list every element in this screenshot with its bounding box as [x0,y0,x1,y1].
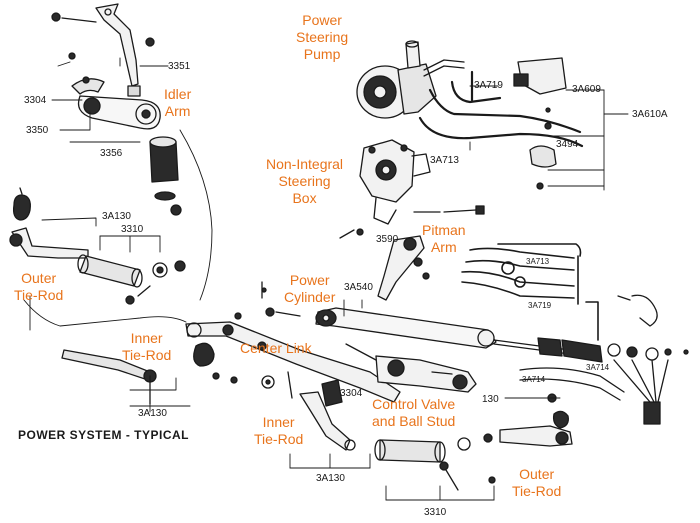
label-line: Power [302,12,342,28]
outer-tie-rod-left-part [9,187,89,259]
outer-tie-rod-right-part [499,393,573,447]
label-line: Tie-Rod [512,483,562,499]
label-line: Arm [164,103,191,119]
steering-box-part [359,139,485,225]
part-number: 3590 [376,234,399,245]
label-idler-arm: Idler Arm [164,86,191,120]
label-line: Tie-Rod [14,287,64,303]
label-line: Idler [164,86,192,102]
label-outer-tie-rod-right: Outer Tie-Rod [512,466,561,500]
label-non-integral-steering-box: Non-Integral Steering Box [266,156,343,207]
label-pitman-arm: Pitman Arm [422,222,466,256]
label-line: Steering [278,173,331,189]
part-number: 3304 [24,95,47,106]
part-number: 3356 [100,148,123,159]
part-number: 3A714 [522,375,546,384]
label-control-valve: Control Valve and Ball Stud [372,396,455,430]
label-inner-tie-rod-left: Inner Tie-Rod [122,330,171,364]
power-steering-pump-part [356,40,465,119]
label-line: Power [289,272,330,288]
idler-bracket [51,3,155,97]
part-number: 3A713 [526,257,550,266]
callout-brackets-bottom [129,299,561,501]
pressure-hoses [418,70,584,148]
center-link-part [185,281,401,403]
label-line: Non-Integral [266,156,344,172]
label-line: Control Valve [372,396,456,412]
label-line: Outer [519,466,555,482]
label-line: Pitman [422,222,466,238]
callout-brackets-left [41,57,169,253]
label-line: and Ball Stud [372,413,456,429]
cylinder-hoses [461,243,599,341]
callout-brackets-right [469,85,629,191]
label-line: Inner [262,414,295,430]
part-number: 3351 [168,61,191,72]
part-number: 3A130 [316,473,345,484]
part-number: 3A719 [474,80,503,91]
part-number: 3A714 [586,363,610,372]
part-number: 3494 [556,139,579,150]
idler-arm [68,52,161,130]
adjusting-sleeve-left [77,254,186,305]
part-number: 3310 [121,224,144,235]
part-number: 3A130 [138,408,167,419]
part-number: 3310 [424,507,447,518]
control-valve-part [345,343,625,401]
part-number: 130 [482,394,499,405]
label-outer-tie-rod-left: Outer Tie-Rod [14,270,63,304]
reference-lines-left [23,129,213,413]
adjusting-sleeve-right [374,433,496,491]
label-line: Tie-Rod [122,347,172,363]
label-line: Arm [430,239,457,255]
part-number: 3A719 [528,301,552,310]
label-line: Steering [296,29,349,45]
part-number: 3350 [26,125,49,136]
part-number: 3304 [340,388,363,399]
inner-tie-rod-left-part [61,342,215,405]
label-line: Box [292,190,317,206]
part-number: 3A713 [430,155,459,166]
part-number: 3A540 [344,282,373,293]
part-number: 3A609 [572,84,601,95]
label-center-link: Center Link [240,340,312,357]
label-line: Outer [21,270,57,286]
label-power-cylinder: Power Cylinder [284,272,335,306]
label-power-steering-pump: Power Steering Pump [296,12,348,63]
label-line: Cylinder [284,289,336,305]
pitman-arm-part [339,228,430,301]
idler-bushing [149,136,182,216]
mounting-bracket-right [513,57,567,190]
boot-bellows [537,294,689,425]
label-line: Pump [303,46,341,62]
label-line: Tie-Rod [254,431,304,447]
part-number: 3A610A [632,109,668,120]
label-line: Center Link [240,340,312,356]
label-inner-tie-rod-center: Inner Tie-Rod [254,414,303,448]
part-number: 3A130 [102,211,131,222]
inner-tie-rod-center-part [261,371,356,451]
diagram-caption: POWER SYSTEM - TYPICAL [18,428,190,442]
label-line: Inner [130,330,163,346]
